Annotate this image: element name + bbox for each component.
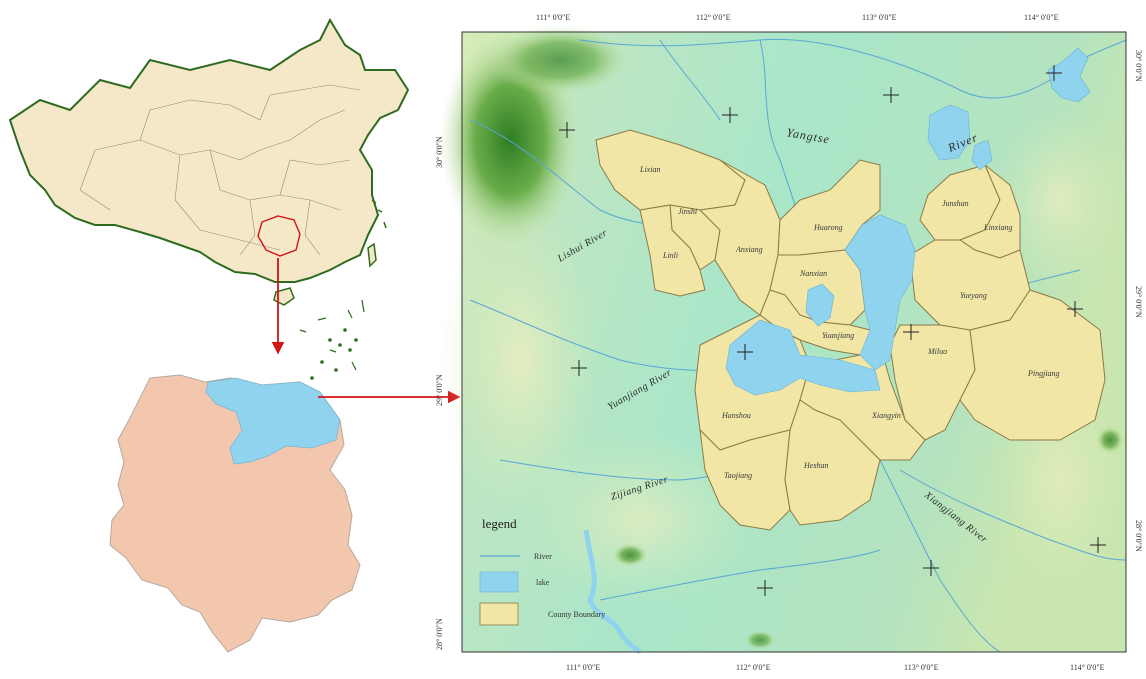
province-boundaries (79, 84, 361, 256)
label-yuanjiang: Yuanjiang (822, 331, 854, 340)
right-lat-28: 28° 0'0"N (1134, 520, 1143, 552)
bottom-lon-111: 111° 0'0"E (566, 663, 600, 672)
lake-ne-1 (971, 139, 993, 171)
label-anxiang: Anxiang (735, 245, 763, 254)
label-jinshi: Jinshi (678, 207, 697, 216)
top-lon-112: 112° 0'0"E (696, 13, 731, 22)
lake-huarong (805, 283, 835, 327)
label-nanxian: Nanxian (799, 269, 827, 278)
left-lat-30: 30° 0'0"N (435, 136, 444, 168)
label-taojiang: Taojiang (724, 471, 752, 480)
label-huarong: Huarong (813, 223, 843, 232)
china-outline (8, 17, 410, 283)
left-lat-29: 29° 0'0"N (435, 374, 444, 406)
axis-bottom: 111° 0'0"E 112° 0'0"E 113° 0'0"E 114° 0'… (566, 663, 1105, 672)
county-boundaries (595, 129, 1106, 531)
axis-left: 30° 0'0"N 29° 0'0"N 28° 0'0"N (435, 136, 444, 650)
terrain-hills-west (440, 200, 600, 520)
county-pingjiang (959, 289, 1106, 441)
bottom-lon-113: 113° 0'0"E (904, 663, 939, 672)
right-lat-30: 30° 0'0"N (1134, 50, 1143, 82)
top-lon-114: 114° 0'0"E (1024, 13, 1059, 22)
label-miluo: Miluo (927, 347, 947, 356)
main-map: Lixian Jinshi Anxiang Linli Huarong Nanx… (440, 25, 1130, 654)
label-yueyang: Yueyang (960, 291, 987, 300)
river-zijiang-lower (583, 529, 642, 654)
china-inset-map (8, 17, 410, 380)
lake-west-dongting (725, 319, 881, 396)
label-lixian: Lixian (639, 165, 660, 174)
coast-islands (371, 199, 387, 229)
legend-title: legend (482, 516, 517, 531)
label-junshan: Junshan (942, 199, 969, 208)
left-lat-28: 28° 0'0"N (435, 618, 444, 650)
label-xiangyin: Xiangyin (871, 411, 901, 420)
terrain-peak-e (1096, 426, 1124, 454)
legend-county-swatch (479, 602, 519, 626)
taiwan-island (367, 242, 377, 268)
county-linli (639, 204, 706, 297)
legend-river-label: River (534, 552, 552, 561)
top-lon-113: 113° 0'0"E (862, 13, 897, 22)
south-sea-islands (299, 299, 365, 380)
top-lon-111: 111° 0'0"E (536, 13, 570, 22)
label-linxiang: Linxiang (983, 223, 1012, 232)
axis-right: 30° 0'0"N 29° 0'0"N 28° 0'0"N (1134, 50, 1143, 552)
label-linli: Linli (662, 251, 678, 260)
lake-east-dongting (844, 214, 916, 371)
hainan-island (273, 287, 295, 306)
bottom-lon-112: 112° 0'0"E (736, 663, 771, 672)
label-hanshou: Hanshou (721, 411, 751, 420)
map-legend: legend River lake County Boundary (479, 516, 605, 626)
label-heshan: Heshan (803, 461, 828, 470)
axis-top: 111° 0'0"E 112° 0'0"E 113° 0'0"E 114° 0'… (536, 13, 1059, 22)
lake-north (927, 104, 971, 161)
county-miluo (889, 324, 976, 441)
terrain-hills-sw (520, 430, 760, 610)
label-pingjiang: Pingjiang (1027, 369, 1060, 378)
county-yueyang (909, 239, 1031, 331)
dongting-region-highlight (205, 377, 341, 465)
lakes (725, 47, 1091, 396)
bottom-lon-114: 114° 0'0"E (1070, 663, 1105, 672)
lake-ne-2 (1047, 47, 1091, 103)
hunan-highlight (257, 215, 301, 257)
legend-lake-label: lake (536, 578, 550, 587)
terrain-hills-ne (990, 110, 1130, 290)
terrain-peak-sw (612, 543, 648, 567)
terrain-peak-s (744, 630, 776, 650)
county-heshan (784, 399, 881, 526)
county-labels: Lixian Jinshi Anxiang Linli Huarong Nanx… (639, 165, 1060, 480)
grid-crosses (559, 65, 1106, 596)
right-lat-29: 29° 0'0"N (1134, 286, 1143, 318)
map-frame (461, 31, 1127, 653)
hunan-inset-map (109, 374, 361, 653)
terrain-mountain-nw-2 (490, 25, 630, 95)
legend-lake-swatch (479, 571, 519, 593)
legend-county-label: County Boundary (548, 610, 605, 619)
